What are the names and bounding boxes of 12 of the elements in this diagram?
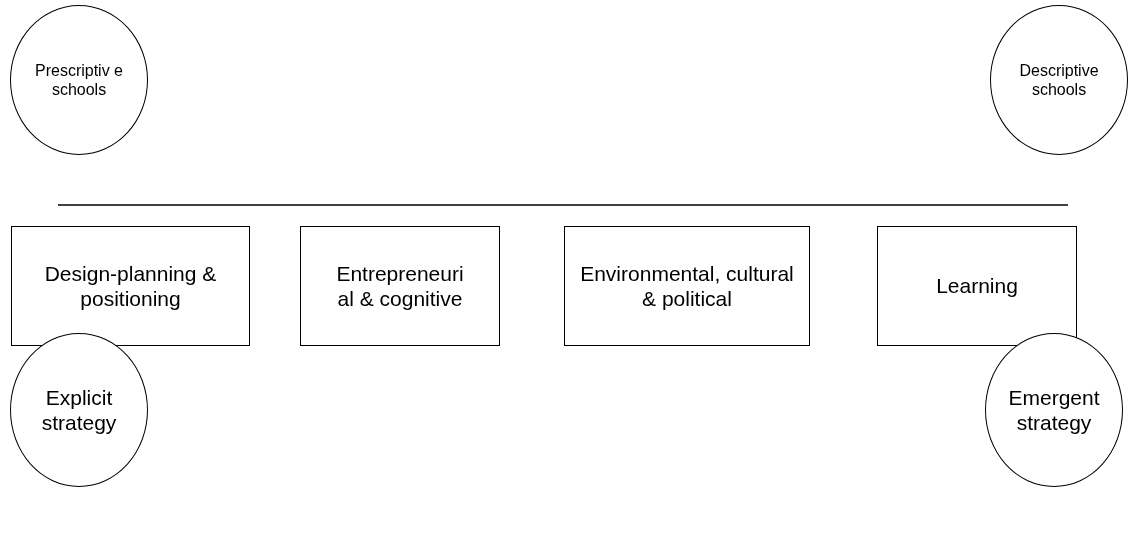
node-label: Emergent strategy: [1007, 384, 1101, 436]
node-label: Entrepreneuri al & cognitive: [335, 260, 465, 312]
node-label: Design-planning & positioning: [43, 260, 218, 312]
process-box: [300, 226, 500, 346]
node-label: Prescriptiv e schools: [34, 60, 124, 100]
process-box: [877, 226, 1077, 346]
process-box: [11, 226, 250, 346]
node-label: Descriptive schools: [1018, 60, 1100, 100]
node-label: Explicit strategy: [40, 384, 118, 436]
node-label: Learning: [935, 273, 1019, 299]
process-box: [564, 226, 810, 346]
node-label: Environmental, cultural & political: [579, 260, 795, 312]
